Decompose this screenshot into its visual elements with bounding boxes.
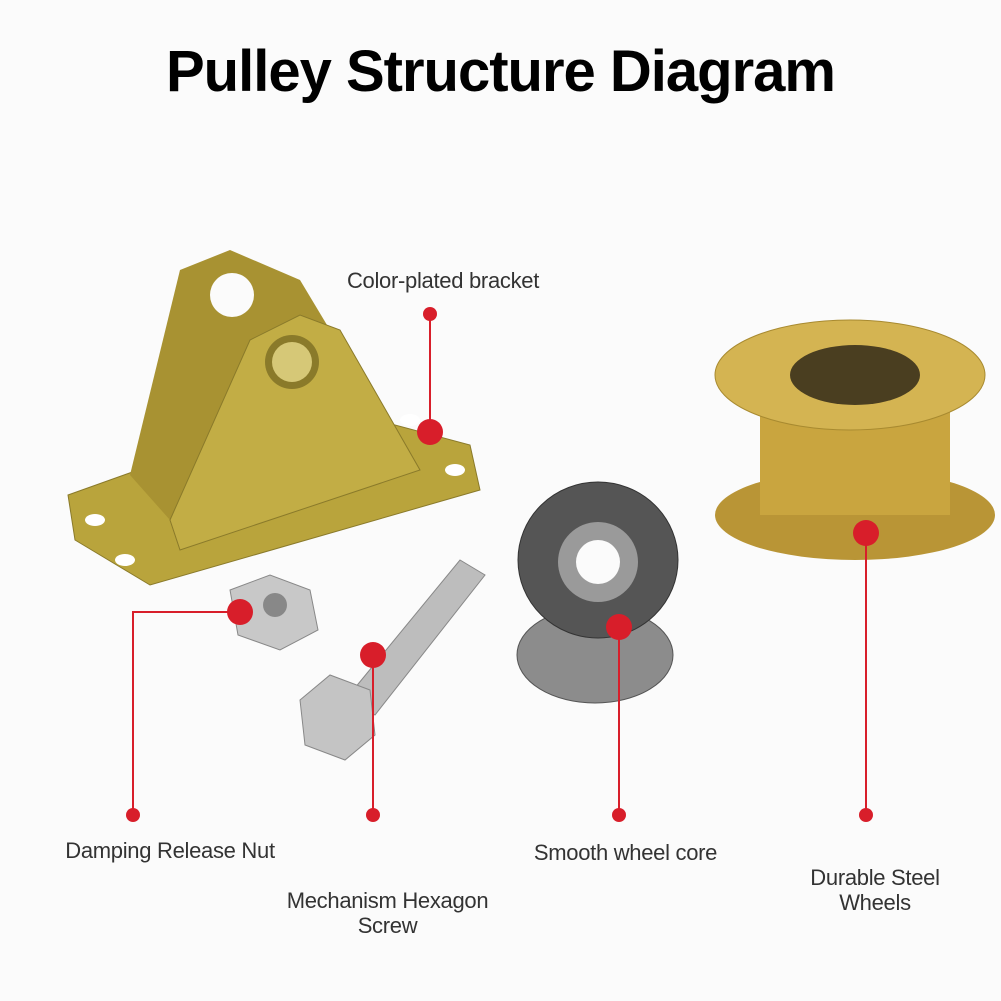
label-bracket: Color-plated bracket	[346, 268, 540, 293]
nut-part	[229, 574, 319, 651]
marker-dot	[423, 307, 437, 321]
wheel-part	[714, 319, 995, 560]
marker-dot	[606, 614, 632, 640]
marker-dot	[612, 808, 626, 822]
marker-dot	[126, 808, 140, 822]
marker-dot	[417, 419, 443, 445]
label-screw-line2: Screw	[357, 913, 418, 938]
label-wheel-line2: Wheels	[839, 890, 911, 915]
marker-dot	[227, 599, 253, 625]
label-screw-line1: Mechanism Hexagon	[286, 888, 489, 913]
label-wheel: Durable Steel Wheels	[780, 865, 970, 915]
label-screw: Mechanism Hexagon Screw	[245, 888, 530, 938]
bracket-part	[67, 250, 481, 586]
marker-dot	[366, 808, 380, 822]
page-title: Pulley Structure Diagram	[166, 39, 836, 104]
bearing-part	[516, 481, 679, 704]
label-wheel-line1: Durable Steel	[810, 865, 940, 890]
label-nut: Damping Release Nut	[65, 838, 275, 863]
leader-line	[132, 611, 240, 815]
marker-dot	[360, 642, 386, 668]
screw-part	[299, 559, 486, 761]
label-core: Smooth wheel core	[533, 840, 718, 865]
marker-dot	[859, 808, 873, 822]
marker-dot	[853, 520, 879, 546]
